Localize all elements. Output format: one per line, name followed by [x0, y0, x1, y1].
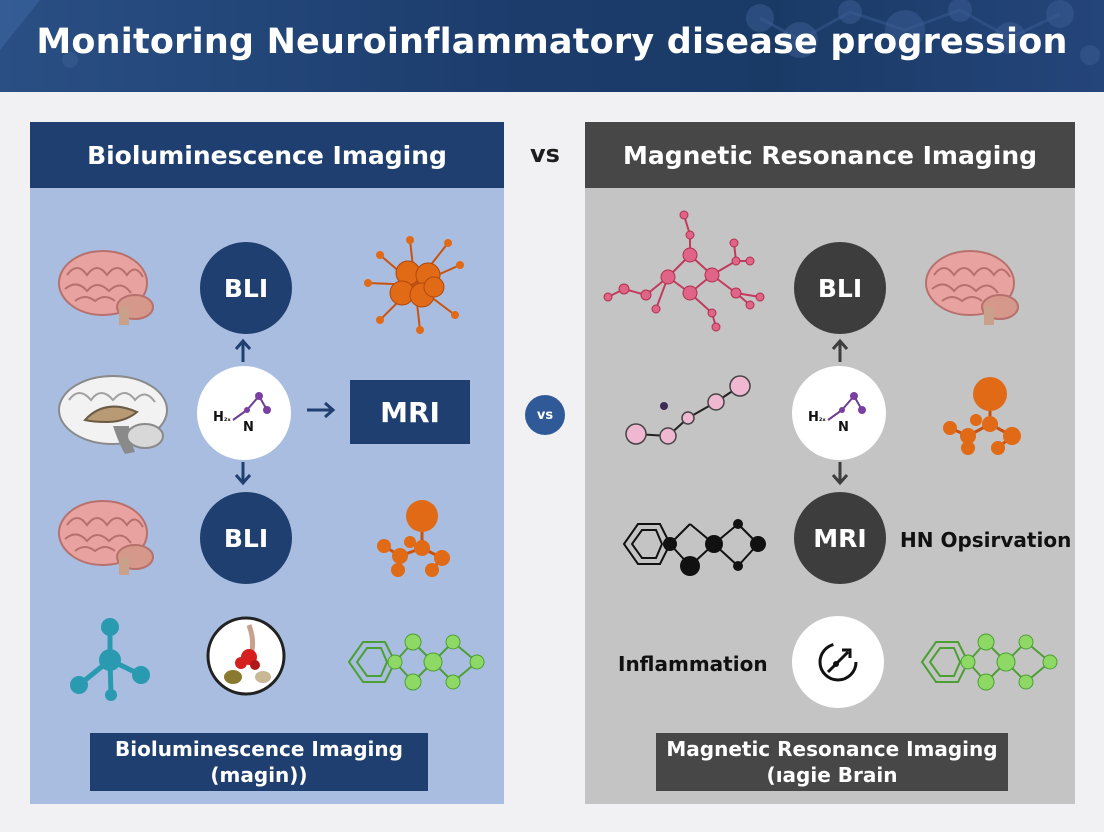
brain-icon: [58, 250, 154, 325]
molecule-icon: [827, 392, 866, 421]
mri-footer-line1: Magnetic Resonance Imaging: [666, 737, 998, 761]
green-molecule-icon: [920, 633, 1058, 691]
mri-footer-line2: (ıagie Brain: [766, 763, 898, 787]
vs-badge: vs: [525, 395, 565, 435]
pink-chain-icon: [625, 375, 751, 445]
bli-node-bottom: BLI: [200, 492, 292, 584]
green-molecule-icon: [347, 633, 485, 691]
bli-footer-line2: (magin)): [210, 763, 308, 787]
molecule-sub: ₂ₓ: [223, 414, 231, 423]
bli-panel-heading: Bioluminescence Imaging: [30, 122, 504, 188]
brain-icon: [58, 500, 154, 575]
molecule-n-label: N: [243, 420, 254, 435]
molecule-sub: ₂ₓ: [818, 414, 826, 423]
molecule-n-label: N: [838, 420, 849, 435]
mri-node-right: MRI: [794, 492, 886, 584]
inflammation-label: Inflammation: [618, 652, 768, 676]
black-molecule-icon: [622, 519, 766, 576]
gauge-icon: [818, 642, 858, 682]
molecule-icon: [232, 392, 271, 421]
pink-molecule-icon: [603, 210, 765, 332]
molecule-h: H: [213, 410, 224, 425]
molecule-node-left: H₂ₓ N: [197, 366, 291, 460]
bli-footer: Bioluminescence Imaging (magin)): [90, 733, 428, 791]
title-banner: Monitoring Neuroinflammatory disease pro…: [0, 0, 1104, 92]
vs-label: vs: [530, 140, 560, 168]
bli-panel: Bioluminescence Imaging: [30, 122, 504, 804]
molecule-h-label: H₂ₓ: [213, 410, 231, 425]
brain-icon: [925, 250, 1019, 325]
molecule-node-right: H₂ₓ N: [792, 366, 886, 460]
teal-molecule-icon: [70, 618, 150, 701]
bli-node-top: BLI: [200, 242, 292, 334]
arrow-down-icon: [234, 462, 252, 486]
page-title: Monitoring Neuroinflammatory disease pro…: [36, 22, 1068, 62]
side-label: HN Opsirvation: [900, 528, 1072, 552]
bli-node-right: BLI: [794, 242, 886, 334]
orange-molecule-icon: [943, 377, 1021, 455]
gauge-node: [792, 616, 884, 708]
mri-panel-heading: Magnetic Resonance Imaging: [585, 122, 1075, 188]
arrow-up-icon: [234, 338, 252, 362]
nanoparticle-cluster-icon: [364, 236, 464, 334]
arrow-down-icon: [831, 462, 849, 486]
bli-footer-line1: Bioluminescence Imaging: [115, 737, 403, 761]
mri-box: MRI: [350, 380, 470, 444]
brain-probe-illustration: [206, 616, 286, 696]
orange-molecule-icon: [377, 500, 450, 577]
arrow-up-icon: [831, 338, 849, 362]
brain-section-icon: [58, 375, 168, 454]
molecule-h-label: H₂ₓ: [808, 410, 826, 425]
mri-footer: Magnetic Resonance Imaging (ıagie Brain: [656, 733, 1008, 791]
banner-molecule-decoration: [0, 0, 1100, 68]
arrow-right-icon: [307, 401, 336, 419]
molecule-h: H: [808, 410, 819, 425]
